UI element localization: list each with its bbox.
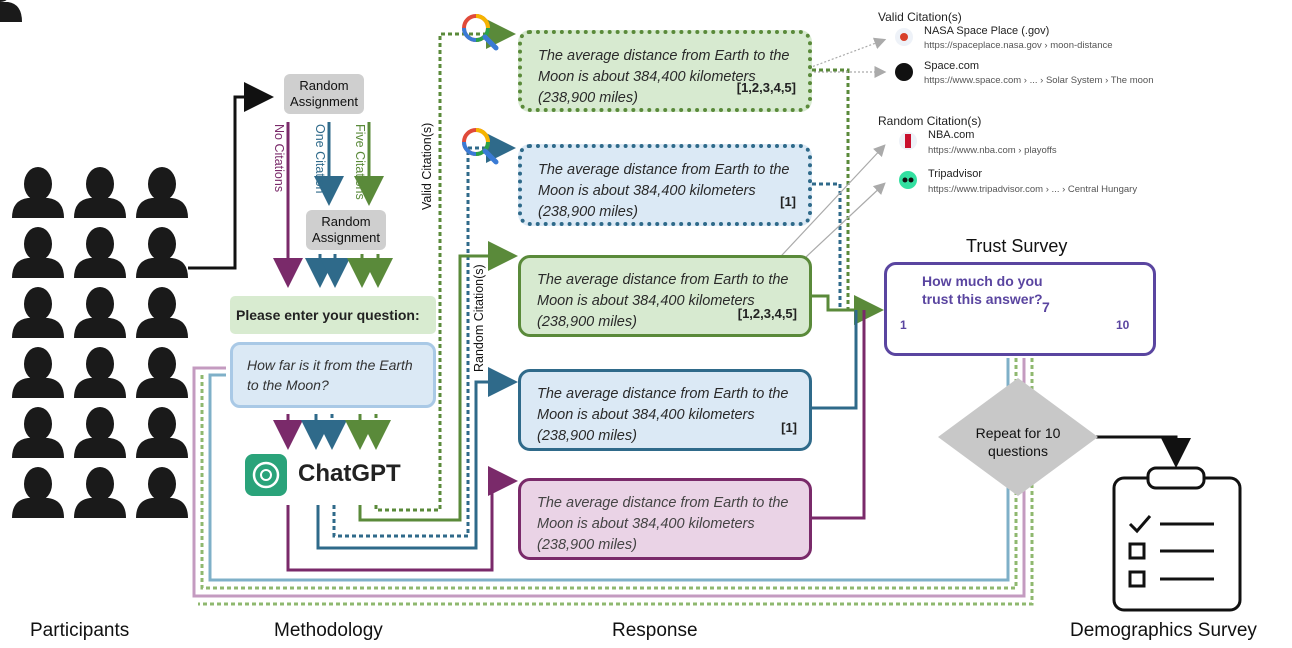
citation-name: Space.com bbox=[924, 60, 980, 72]
response-text: The average distance from Earth to the M… bbox=[538, 162, 790, 220]
random-citations-title: Random Citation(s) bbox=[878, 114, 982, 128]
random-citations-side-label: Random Citation(s) bbox=[472, 264, 486, 372]
person-silhouette-icon bbox=[136, 407, 188, 458]
trust-survey-box bbox=[884, 262, 1156, 356]
response-valid-five: The average distance from Earth to the M… bbox=[518, 30, 812, 112]
response-citation: [1] bbox=[780, 194, 796, 209]
clipboard-icon bbox=[1112, 466, 1242, 612]
person-silhouette-icon bbox=[12, 467, 64, 518]
response-random-five: The average distance from Earth to the M… bbox=[518, 255, 812, 337]
repeat-diamond bbox=[938, 378, 1098, 496]
tripadvisor-icon bbox=[899, 171, 917, 189]
branch-label-one-citation: One Citation bbox=[313, 124, 327, 194]
trust-question: How much do you trust this answer? bbox=[922, 273, 1043, 307]
chatgpt-label: ChatGPT bbox=[298, 460, 401, 487]
citation-url: https://www.space.com › ... › Solar Syst… bbox=[924, 75, 1154, 86]
person-silhouette-icon bbox=[136, 227, 188, 278]
participants-label: Participants bbox=[30, 620, 130, 641]
person-silhouette-icon bbox=[12, 287, 64, 338]
person-silhouette-icon bbox=[12, 167, 64, 218]
search-icon bbox=[462, 14, 499, 51]
response-random-one: The average distance from Earth to the M… bbox=[518, 369, 812, 451]
person-silhouette-icon bbox=[136, 287, 188, 338]
person-silhouette-icon bbox=[136, 347, 188, 398]
response-citation: [1,2,3,4,5] bbox=[737, 306, 797, 321]
trust-min-label: 1 bbox=[900, 318, 907, 332]
response-label: Response bbox=[612, 620, 698, 641]
person-silhouette-icon bbox=[74, 167, 126, 218]
person-silhouette-icon bbox=[74, 347, 126, 398]
person-silhouette-icon bbox=[12, 227, 64, 278]
spacecom-icon bbox=[895, 63, 913, 81]
valid-citations-title: Valid Citation(s) bbox=[878, 10, 962, 24]
person-silhouette-icon bbox=[74, 227, 126, 278]
citation-name: NBA.com bbox=[928, 129, 975, 141]
repeat-label: Repeat for 10 questions bbox=[975, 425, 1061, 459]
person-silhouette-icon bbox=[136, 167, 188, 218]
person-silhouette-icon bbox=[74, 287, 126, 338]
random-assignment-box: Random Assignment bbox=[284, 74, 364, 114]
response-text: The average distance from Earth to the M… bbox=[537, 272, 789, 330]
participants-silhouettes bbox=[0, 0, 22, 22]
citation-url: https://www.tripadvisor.com › ... › Cent… bbox=[928, 184, 1138, 195]
response-no-citation: The average distance from Earth to the M… bbox=[518, 478, 812, 560]
random-assignment-box-2: Random Assignment bbox=[306, 210, 386, 250]
trust-survey-title: Trust Survey bbox=[966, 236, 1068, 256]
response-citation: [1] bbox=[781, 420, 797, 435]
trust-value-label: 7 bbox=[1042, 299, 1050, 315]
silhouettes-svg bbox=[12, 167, 188, 518]
valid-citations-side-label: Valid Citation(s) bbox=[420, 122, 434, 210]
response-text: The average distance from Earth to the M… bbox=[538, 48, 790, 106]
citation-url: https://www.nba.com › playoffs bbox=[928, 145, 1057, 156]
citation-name: Tripadvisor bbox=[928, 168, 982, 180]
response-text: The average distance from Earth to the M… bbox=[537, 495, 789, 553]
branch-label-no-citations: No Citations bbox=[272, 124, 286, 193]
response-citation: [1,2,3,4,5] bbox=[736, 80, 796, 95]
search-icon bbox=[462, 128, 499, 165]
person-silhouette-icon bbox=[74, 407, 126, 458]
chatgpt-logo-icon bbox=[245, 454, 287, 496]
citation-name: NASA Space Place (.gov) bbox=[924, 25, 1050, 37]
branch-label-five-citations: Five Citations bbox=[353, 124, 367, 200]
person-silhouette-icon bbox=[12, 347, 64, 398]
trust-max-label: 10 bbox=[1116, 318, 1130, 332]
person-silhouette-icon bbox=[12, 407, 64, 458]
question-input: How far is it from the Earth to the Moon… bbox=[230, 342, 436, 408]
methodology-label: Methodology bbox=[274, 620, 383, 641]
demographics-label: Demographics Survey bbox=[1070, 620, 1257, 641]
question-prompt: Please enter your question: bbox=[230, 296, 436, 334]
response-valid-one: The average distance from Earth to the M… bbox=[518, 144, 812, 226]
person-silhouette-icon bbox=[74, 467, 126, 518]
response-text: The average distance from Earth to the M… bbox=[537, 386, 789, 444]
person-silhouette-icon bbox=[136, 467, 188, 518]
citation-url: https://spaceplace.nasa.gov › moon-dista… bbox=[924, 40, 1113, 51]
